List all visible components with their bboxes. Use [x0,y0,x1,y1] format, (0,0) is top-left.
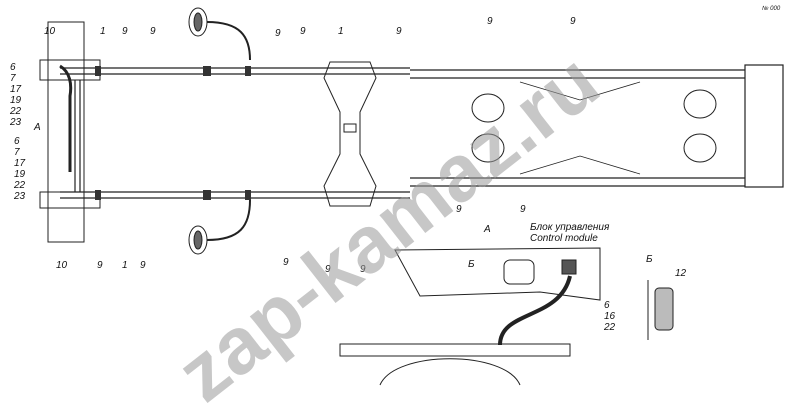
label-9-top-e: 9 [396,26,402,37]
label-9-top-c: 9 [275,28,281,39]
stack-top-1: 6 [10,62,16,73]
label-1-top-b: 1 [338,26,344,37]
label-1-top: 1 [100,26,106,37]
stack-top-6: 23 [9,117,22,128]
stack-mid-4: 19 [14,169,26,180]
stack-top-2: 7 [10,73,16,84]
stack-mid-6: 23 [13,191,26,202]
stack-top-5: 22 [9,106,22,117]
view-b-arrow-label: Б [468,259,475,270]
label-9-top-a: 9 [122,26,128,37]
stack-mid-5: 22 [13,180,26,191]
central-crossmember [323,61,377,207]
label-9-bottom-a: 9 [97,260,103,271]
control-module-ru: Блок управления [530,222,610,233]
detail-view-b [647,280,674,340]
bottom-axle [339,343,571,386]
callout-br-1: 6 [604,300,610,311]
label-9-rear-c: 9 [456,204,462,215]
brake-chamber-front-lower [188,199,251,255]
stack-mid-2: 7 [14,147,20,158]
stack-top-4: 19 [10,95,22,106]
detail-view-a [394,247,601,346]
label-9-bottom-d: 9 [325,264,331,275]
label-10-bottom: 10 [56,260,68,271]
valve-markers [95,66,251,200]
label-1-bottom: 1 [122,260,128,271]
label-9-top-b: 9 [150,26,156,37]
view-b-title: Б [646,254,653,265]
part-labels: 10 1 9 9 9 9 1 9 9 9 6 7 17 19 22 23 A 6… [9,5,781,333]
label-9-bottom-b: 9 [140,260,146,271]
rear-brake-chambers [471,89,717,163]
label-12-real: 12 [675,268,687,279]
label-9-rear-a: 9 [487,16,493,27]
rear-frame [410,64,784,188]
corner-note: № 000 [762,5,781,12]
label-9-top-d: 9 [300,26,306,37]
callout-br-3: 22 [603,322,616,333]
brake-chamber-front-upper [188,7,251,61]
label-9-bottom-e: 9 [360,264,366,275]
label-10-top: 10 [44,26,56,37]
label-9-bottom-c: 9 [283,257,289,268]
front-hose-loop [59,64,73,172]
stack-mid-1: 6 [14,136,20,147]
view-a-arrow-label: A [33,122,41,133]
stack-mid-3: 17 [14,158,26,169]
control-module-en: Control module [530,233,598,244]
view-a-title: A [483,224,491,235]
label-9-rear-d: 9 [520,204,526,215]
chassis-rails [60,67,410,199]
stack-top-3: 17 [10,84,22,95]
label-9-rear-b: 9 [570,16,576,27]
callout-br-2: 16 [604,311,616,322]
